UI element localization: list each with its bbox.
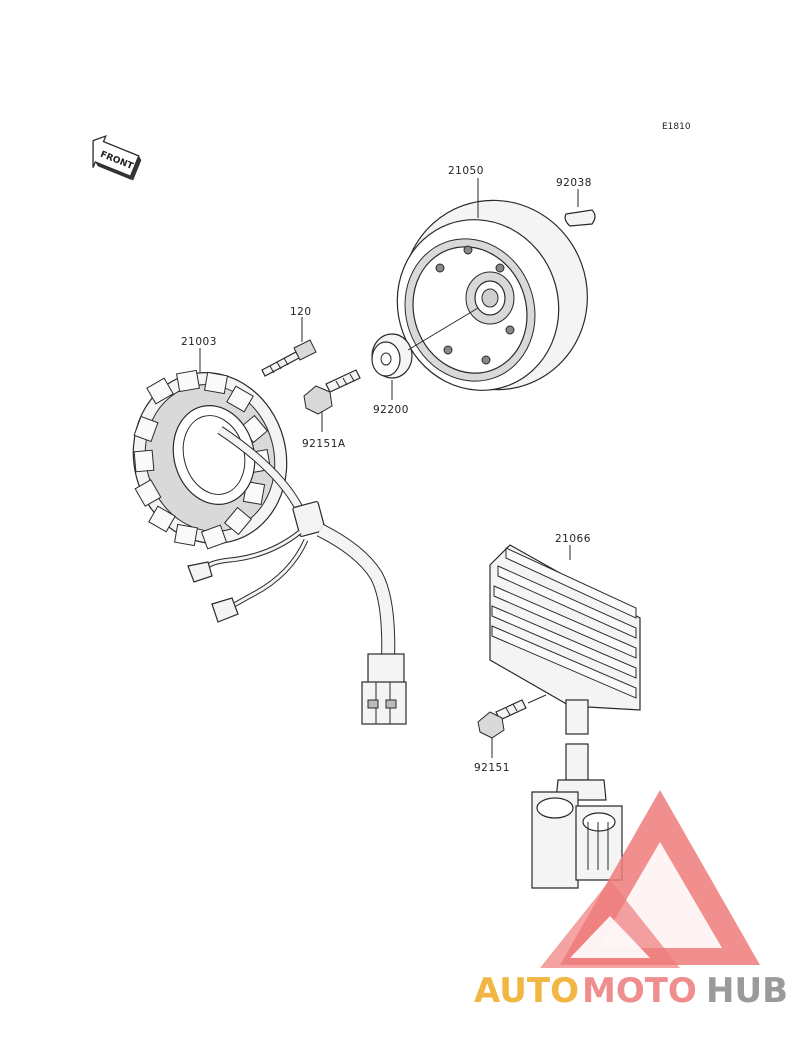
part-number-21066: 21066 xyxy=(555,533,591,545)
front-arrow-icon: FRONT xyxy=(92,134,142,181)
stator-coil xyxy=(132,369,288,550)
stator-wiring-harness xyxy=(187,426,407,725)
regulator-rectifier xyxy=(489,544,641,889)
woodruff-key xyxy=(564,209,596,227)
flange-bolt-a xyxy=(303,369,361,415)
flange-bolt xyxy=(477,699,527,739)
watermark-hub: HUB xyxy=(706,971,788,1011)
stator-bolt xyxy=(261,339,317,377)
spacer-washer xyxy=(371,333,413,379)
diagram-code: E1810 xyxy=(662,122,691,132)
flywheel-rotor xyxy=(396,199,588,391)
part-number-21003: 21003 xyxy=(181,336,217,348)
watermark-logo: AUTO MOTO HUB xyxy=(474,790,788,1011)
part-number-92038: 92038 xyxy=(556,177,592,189)
part-number-21050: 21050 xyxy=(448,165,484,177)
part-number-120: 120 xyxy=(290,306,312,318)
watermark-moto: MOTO xyxy=(582,971,697,1011)
part-number-92151: 92151 xyxy=(474,762,510,774)
watermark-auto: AUTO xyxy=(474,971,579,1011)
part-number-92151A: 92151A xyxy=(302,438,346,450)
part-number-92200: 92200 xyxy=(373,404,409,416)
